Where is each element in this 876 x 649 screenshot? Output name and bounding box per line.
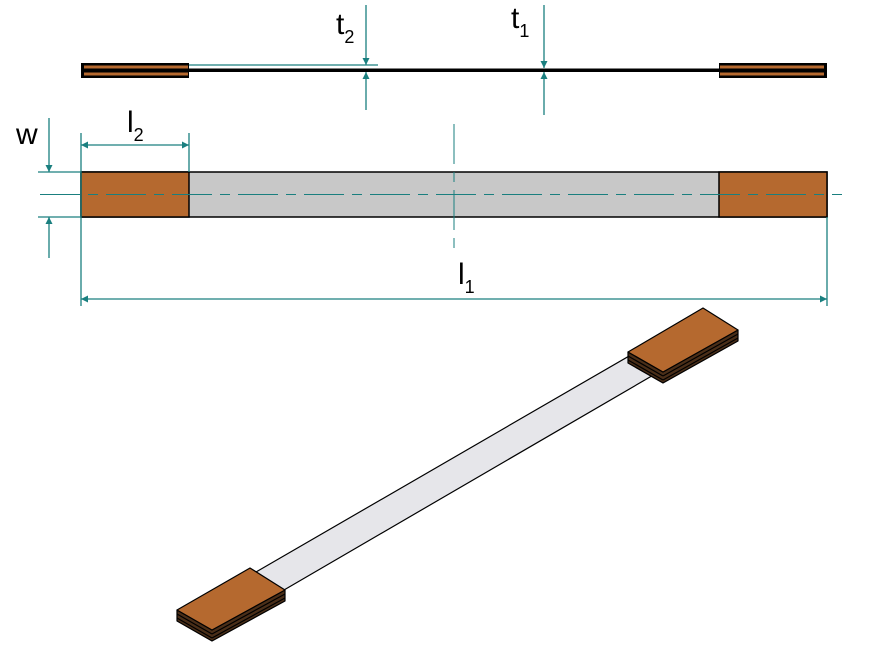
side-view: t2 t1: [81, 2, 827, 115]
iso-tab-right: [627, 307, 739, 384]
side-tab-left: [81, 63, 189, 78]
dimension-l2: [80, 133, 190, 306]
side-gauge-section: [189, 68, 719, 72]
label-w: w: [15, 118, 38, 151]
label-l1: l1: [458, 258, 475, 297]
label-l2: l2: [127, 106, 144, 145]
isometric-view: [176, 307, 739, 642]
label-t1: t1: [511, 2, 529, 41]
dimension-w: [38, 118, 81, 258]
plan-view: w l2 l1: [15, 106, 842, 306]
iso-gauge-section: [255, 351, 663, 591]
side-tab-right: [719, 63, 827, 78]
iso-tab-left: [176, 567, 286, 642]
label-t2: t2: [336, 8, 354, 47]
dimension-l1: [81, 217, 828, 306]
